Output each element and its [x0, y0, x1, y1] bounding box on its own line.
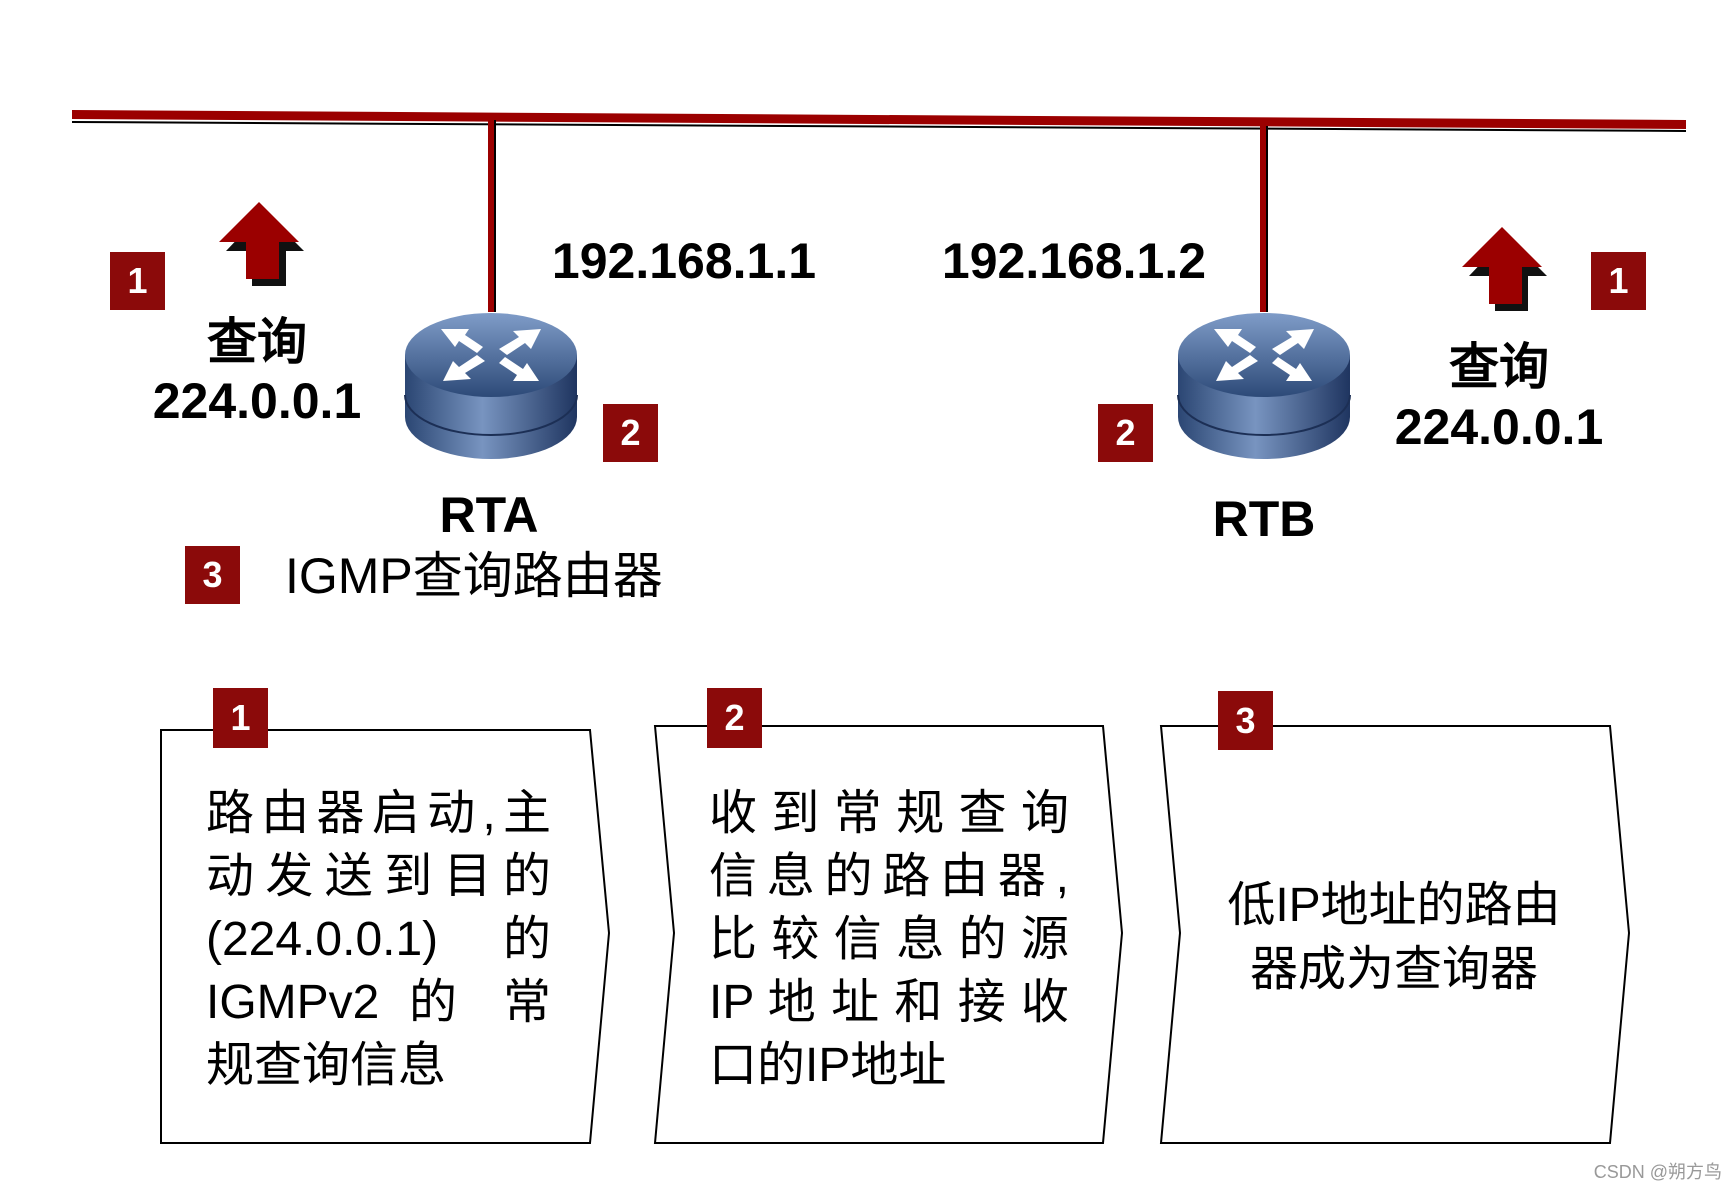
network-bus — [72, 110, 1686, 129]
step-1-line: IGMPv2 的 常 — [206, 976, 551, 1029]
step-2-line: 口的IP地址 — [709, 1039, 947, 1092]
step-3-line: 低IP地址的路由 — [1227, 879, 1561, 932]
step-badge-right: 1 — [1591, 252, 1646, 310]
step-1-line: 路由器启动,主 — [206, 787, 551, 840]
step-3-line: 器成为查询器 — [1249, 943, 1539, 996]
step-2-line: IP 地 址 和 接 收 — [709, 976, 1069, 1029]
step-2-text: 收到常规查询 信息的路由器, 比较信息的源 IP 地 址 和 接 收 口的IP地… — [709, 782, 1069, 1097]
step-box-3 — [1159, 725, 1631, 1144]
step-box-1 — [160, 729, 611, 1144]
query-address-right: 224.0.0.1 — [1394, 399, 1604, 455]
router-icon-rta — [404, 312, 578, 460]
query-label-right: 查询 — [1449, 339, 1549, 395]
step-3-text: 低IP地址的路由 器成为查询器 — [1227, 874, 1560, 1002]
step-1-line: 规查询信息 — [206, 1039, 447, 1092]
step-box-badge-2: 2 — [707, 688, 762, 748]
step-box-badge-3: 3 — [1218, 691, 1273, 750]
step-2-line: 比较信息的源 — [709, 913, 1069, 966]
step-box-2 — [653, 725, 1124, 1144]
rta-label: RTA — [439, 487, 539, 543]
rta-ip: 192.168.1.1 — [551, 233, 817, 289]
rtb-label: RTB — [1212, 491, 1316, 547]
query-label-left: 查询 — [207, 314, 307, 370]
step-box-badge-1: 1 — [213, 688, 268, 748]
rtb-link — [1260, 126, 1267, 312]
rta-link — [488, 120, 495, 312]
step-badge-querier: 3 — [185, 546, 240, 604]
up-arrow-icon-left — [219, 202, 304, 286]
step-badge-rtb: 2 — [1098, 404, 1153, 462]
step-2-line: 收到常规查询 — [709, 787, 1069, 840]
step-badge-left: 1 — [110, 252, 165, 310]
query-address-left: 224.0.0.1 — [152, 373, 362, 429]
watermark: CSDN @朔方鸟 — [1593, 1162, 1722, 1182]
step-1-text: 路由器启动,主 动发送到目的 (224.0.0.1) 的 IGMPv2 的 常 … — [206, 782, 551, 1097]
step-1-line: (224.0.0.1) 的 — [206, 913, 551, 966]
querier-label: IGMP查询路由器 — [285, 548, 663, 604]
step-badge-rta: 2 — [603, 404, 658, 462]
up-arrow-icon-right — [1462, 227, 1547, 311]
rtb-ip: 192.168.1.2 — [941, 233, 1207, 289]
step-1-line: 动发送到目的 — [206, 850, 551, 903]
step-2-line: 信息的路由器, — [709, 850, 1069, 903]
router-icon-rtb — [1177, 312, 1351, 460]
